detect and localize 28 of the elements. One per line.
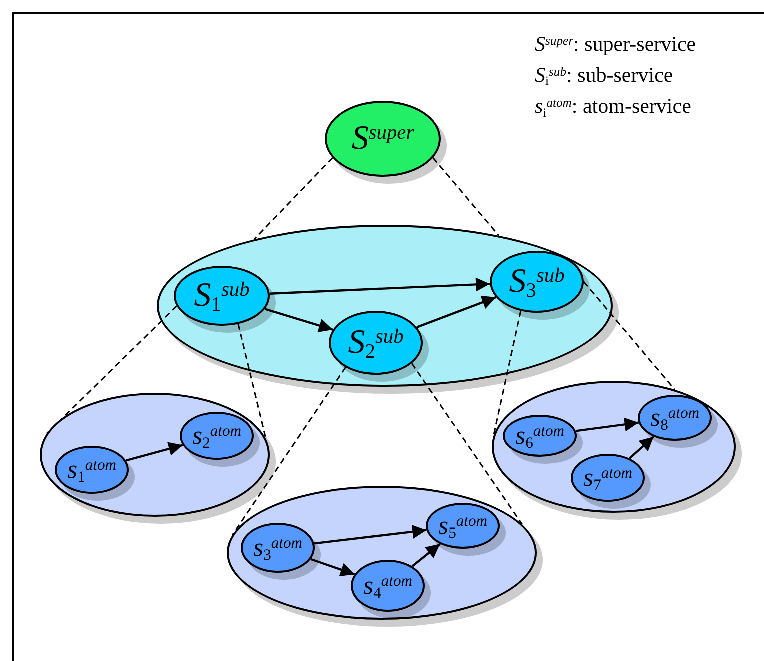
projection-line <box>432 158 500 236</box>
service-ellipse <box>351 560 425 612</box>
arrow <box>310 558 356 577</box>
service-ellipse <box>241 523 315 573</box>
arrow <box>264 308 334 333</box>
service-ellipse <box>638 395 712 441</box>
legend-text: S$_{i}$$^{sub}$: sub-service <box>535 63 674 88</box>
projection-line <box>493 310 522 436</box>
projection-line <box>238 324 267 440</box>
service-ellipse <box>426 503 500 549</box>
service-ellipse <box>180 412 254 460</box>
service-symbol: S$^{super}$ <box>352 122 414 156</box>
arrow <box>628 436 655 460</box>
legend-text: S$^{super}$: super-service <box>535 32 696 58</box>
projection-line <box>583 282 676 390</box>
projection-line <box>254 157 334 240</box>
legend-text: s$_{i}$$^{atom}$: atom-service <box>535 94 692 120</box>
arrow <box>416 296 497 328</box>
service-ellipse <box>490 251 584 313</box>
arrow <box>270 278 490 295</box>
arrow <box>126 442 184 462</box>
service-ellipse <box>55 446 129 494</box>
arrow <box>576 418 639 432</box>
arrow <box>314 525 427 545</box>
service-ellipse <box>174 266 270 326</box>
arrow <box>412 543 441 568</box>
service-ellipse <box>571 454 645 502</box>
service-ellipse <box>503 415 577 457</box>
